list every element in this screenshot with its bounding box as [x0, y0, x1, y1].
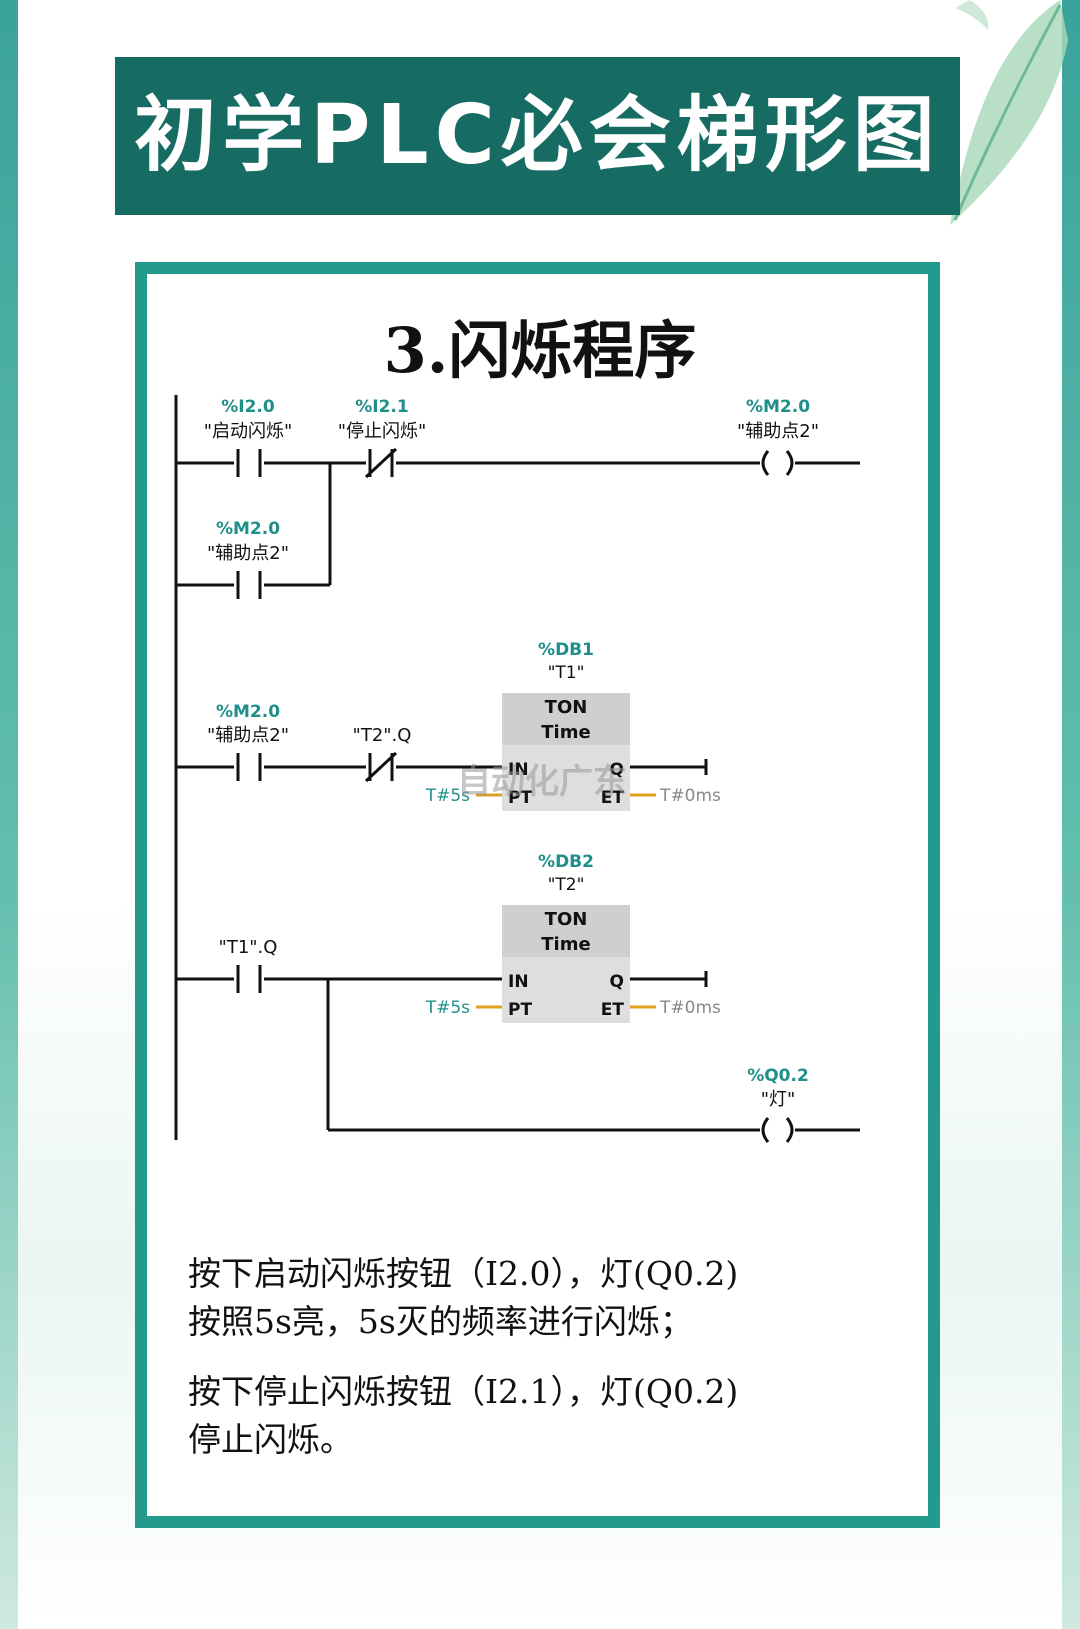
contact-i2-1-nc [364, 447, 398, 479]
t2-subtype: Time [541, 934, 590, 955]
t2-q-pin: Q [610, 972, 624, 992]
leaf-decoration [950, 0, 1068, 225]
t2-name: "T2" [548, 875, 585, 895]
timer-box-t2 [502, 905, 630, 1023]
left-accent-bar [0, 0, 18, 1629]
description-line-3: 按下停止闪烁按钮（I2.1），灯(Q0.2) [188, 1372, 739, 1411]
t2-et-value: T#0ms [659, 998, 721, 1018]
contact-i2-0-address: %I2.0 [221, 397, 275, 417]
content-panel [135, 262, 940, 1528]
description-line-1: 按下启动闪烁按钮（I2.0），灯(Q0.2) [188, 1254, 739, 1293]
t1-subtype: Time [541, 722, 590, 743]
t1-et-value: T#0ms [659, 786, 721, 806]
coil-q0-2 [761, 1117, 794, 1143]
header-banner: 初学PLC必会梯形图 [115, 57, 960, 215]
t1-et-pin: ET [601, 788, 625, 808]
t1-pt-pin: PT [508, 788, 532, 808]
contact-m2-0-branch [236, 571, 262, 599]
rung2-contact-address: %M2.0 [216, 702, 280, 722]
banner-title: 初学PLC必会梯形图 [134, 88, 941, 183]
rung2-contact-name: "辅助点2" [207, 725, 289, 746]
description-line-2: 按照5s亮，5s灭的频率进行闪烁； [188, 1302, 693, 1341]
description-paragraph-1: 按下启动闪烁按钮（I2.0），灯(Q0.2) 按照5s亮，5s灭的频率进行闪烁； [188, 1250, 888, 1346]
right-accent-bar [1062, 0, 1080, 1629]
contact-m2-0-rung2 [236, 753, 262, 781]
t2-type: TON [545, 909, 588, 930]
watermark: 自动化广东 [457, 762, 627, 802]
t2-in-pin: IN [508, 972, 529, 992]
t1-q-contact-name: "T1".Q [219, 937, 278, 958]
t1-in-pin: IN [508, 760, 529, 780]
t1-db-address: %DB1 [538, 640, 594, 660]
timer-box-t1 [502, 693, 630, 811]
t2-pt-pin: PT [508, 1000, 532, 1020]
coil-m2-0 [761, 450, 794, 476]
contact-i2-0-name: "启动闪烁" [204, 421, 293, 442]
t2-et-pin: ET [601, 1000, 625, 1020]
t2-db-address: %DB2 [538, 852, 594, 872]
t2-q-contact-name: "T2".Q [353, 725, 412, 746]
description-line-4: 停止闪烁。 [188, 1420, 353, 1459]
t1-q-pin: Q [610, 760, 624, 780]
contact-t1-q [236, 965, 262, 993]
contact-t2-q-nc [364, 751, 398, 783]
t1-pt-value: T#5s [425, 786, 470, 806]
t1-name: "T1" [548, 663, 585, 683]
coil-q0-2-name: "灯" [761, 1089, 796, 1110]
branch-contact-name: "辅助点2" [207, 543, 289, 564]
coil-q0-2-address: %Q0.2 [747, 1066, 809, 1086]
contact-i2-1-address: %I2.1 [355, 397, 408, 417]
coil-m2-0-address: %M2.0 [746, 397, 810, 417]
section-title: 3.闪烁程序 [383, 314, 697, 387]
contact-i2-0 [236, 449, 262, 477]
branch-contact-address: %M2.0 [216, 519, 280, 539]
contact-i2-1-name: "停止闪烁" [338, 421, 427, 442]
t1-type: TON [545, 697, 588, 718]
ladder-diagram: %I2.0 "启动闪烁" %I2.1 "停止闪烁" %M2.0 "辅助点2" %… [174, 395, 860, 1143]
t2-pt-value: T#5s [425, 998, 470, 1018]
description-paragraph-2: 按下停止闪烁按钮（I2.1），灯(Q0.2) 停止闪烁。 [188, 1368, 888, 1464]
coil-m2-0-name: "辅助点2" [737, 421, 819, 442]
